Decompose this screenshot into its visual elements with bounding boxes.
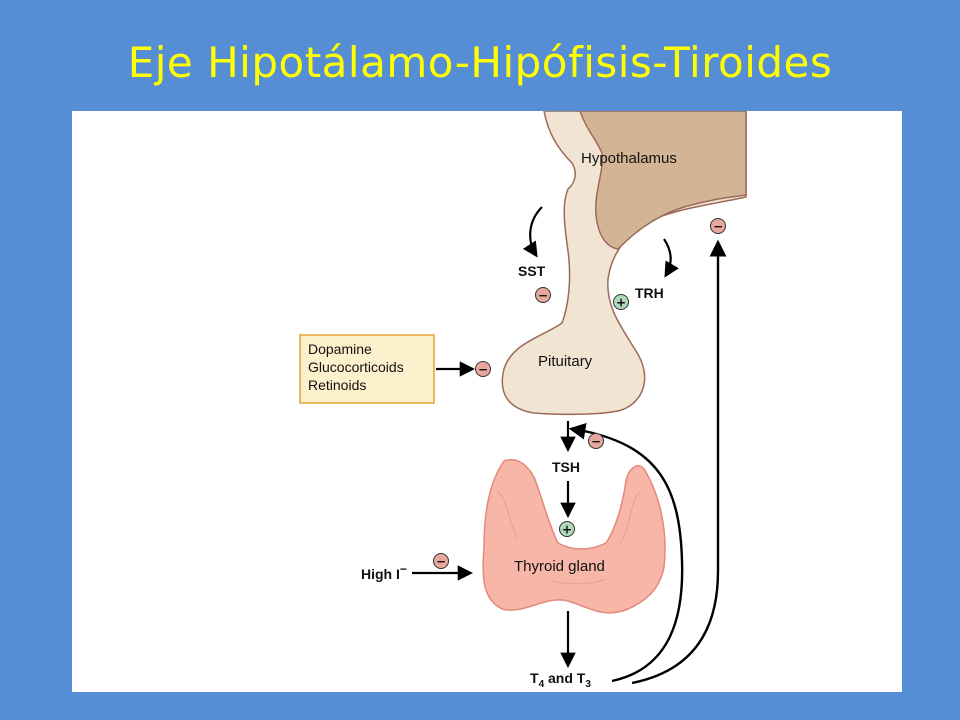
plus-badge-trh: + [613, 294, 629, 310]
figure-panel: Dopamine Glucocorticoids Retinoids Hypot… [72, 111, 902, 692]
minus-badge-inhibitors: − [475, 361, 491, 377]
hypothalamus-label: Hypothalamus [581, 150, 677, 167]
hypothalamus-shape [579, 111, 747, 250]
feedback-to-pituitary-arrow [568, 422, 684, 683]
sst-label: SST [518, 263, 546, 279]
svg-text:−: − [713, 220, 723, 234]
minus-badge-hypothalamus-feedback: − [710, 218, 726, 234]
svg-text:−: − [591, 435, 601, 449]
feedback-to-hypothalamus-arrow [631, 239, 727, 685]
high-iodide-text: High I [361, 566, 400, 582]
svg-text:+: + [616, 296, 626, 310]
trh-arrow [663, 238, 679, 278]
plus-badge-tsh: + [559, 521, 575, 537]
trh-label: TRH [635, 285, 664, 301]
svg-text:+: + [562, 523, 572, 537]
svg-text:−: − [436, 555, 446, 569]
svg-text:−: − [538, 289, 548, 303]
thyroid-label: Thyroid gland [514, 558, 605, 575]
inhibitor-item: Dopamine [308, 341, 372, 357]
minus-badge-sst: − [535, 287, 551, 303]
high-iodide-label: High I− [361, 562, 407, 582]
svg-text:−: − [478, 363, 488, 377]
minus-badge-high-iodide: − [433, 553, 449, 569]
inhibitor-item: Glucocorticoids [308, 359, 404, 375]
inhibitor-item: Retinoids [308, 377, 366, 393]
t4-t3-label: T4 and T3 [530, 670, 591, 690]
pituitary-label: Pituitary [538, 353, 593, 370]
slide-title: Eje Hipotálamo-Hipófisis-Tiroides [127, 38, 833, 87]
thyroid-gland-shape [482, 459, 666, 614]
tsh-label: TSH [552, 459, 580, 475]
inhibitor-box [299, 334, 435, 404]
sst-arrow [522, 206, 543, 258]
hpt-axis-diagram: Dopamine Glucocorticoids Retinoids Hypot… [299, 111, 747, 690]
high-iodide-superscript: − [400, 562, 407, 576]
minus-badge-pituitary-feedback: − [588, 433, 604, 449]
